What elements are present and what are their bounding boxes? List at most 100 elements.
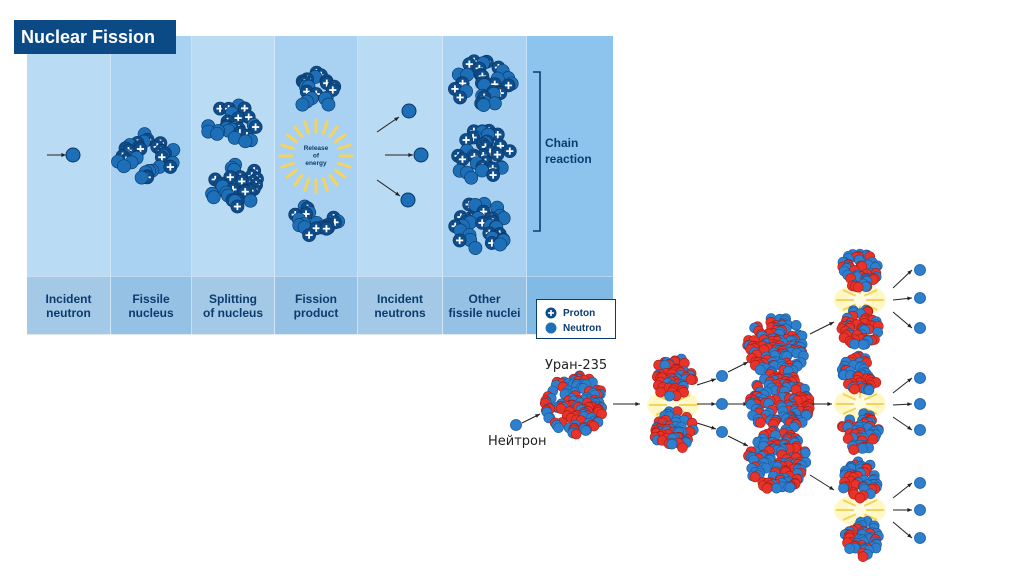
neutron-gen3 bbox=[914, 477, 926, 489]
flash-ray bbox=[842, 393, 857, 401]
arrow-gen3 bbox=[892, 416, 913, 431]
neutron-label: Нейтрон bbox=[488, 434, 547, 449]
neutron-arrow-down bbox=[376, 179, 401, 197]
arrow-head bbox=[907, 270, 912, 275]
arrow-to-nucleus-c bbox=[727, 435, 749, 447]
proton-plus bbox=[160, 153, 163, 161]
arrow-gen3 bbox=[892, 402, 913, 407]
column-label: Incident neutrons bbox=[358, 276, 442, 335]
arrow-gen3 bbox=[892, 482, 913, 499]
fission-product-top bbox=[295, 65, 342, 112]
proton bbox=[857, 551, 869, 562]
flash-gen2-a bbox=[834, 284, 886, 316]
proton-plus bbox=[490, 239, 493, 247]
energy-ray bbox=[333, 133, 347, 144]
proton bbox=[852, 281, 864, 293]
column-label: Other fissile nuclei bbox=[443, 276, 526, 335]
fragment-gen2-a-top bbox=[837, 248, 883, 293]
neutron bbox=[754, 364, 766, 376]
release-energy-text: energy bbox=[305, 160, 327, 167]
arrow-head bbox=[711, 378, 716, 383]
proton-plus bbox=[468, 60, 471, 68]
proton bbox=[677, 442, 688, 453]
energy-ray bbox=[328, 173, 339, 187]
proton-plus bbox=[237, 114, 240, 122]
neutron-gen3 bbox=[914, 264, 926, 276]
arrow-line bbox=[809, 474, 835, 491]
proton-plus bbox=[472, 133, 474, 142]
neutron bbox=[790, 320, 802, 331]
proton bbox=[849, 383, 860, 395]
flash-ray bbox=[842, 303, 857, 311]
proton-plus bbox=[458, 236, 461, 245]
flash-ray bbox=[842, 499, 857, 507]
proton-plus bbox=[169, 163, 172, 171]
proton-plus bbox=[305, 210, 307, 218]
arrow-to-split-b bbox=[812, 402, 832, 406]
legend-proton-label: Proton bbox=[563, 307, 596, 319]
neutron bbox=[464, 170, 479, 185]
neutron bbox=[666, 438, 678, 450]
neutron bbox=[493, 237, 508, 252]
proton-plus bbox=[243, 104, 246, 112]
proton-plus bbox=[465, 136, 468, 144]
proton-plus bbox=[493, 80, 496, 88]
proton-plus bbox=[333, 218, 336, 226]
arrow-head bbox=[907, 296, 912, 301]
arrow-head bbox=[635, 402, 640, 406]
arrow-gen1-b bbox=[697, 402, 716, 406]
proton-plus bbox=[461, 79, 464, 87]
arrow-gen3 bbox=[892, 377, 913, 394]
neutron bbox=[476, 98, 491, 112]
proton-plus bbox=[247, 113, 250, 121]
neutron bbox=[321, 97, 336, 112]
arrow-head bbox=[743, 362, 748, 366]
chain-reaction-bracket bbox=[533, 71, 541, 232]
flash-ray bbox=[863, 513, 878, 521]
arrow-to-nucleus-a bbox=[727, 361, 749, 373]
proton-plus bbox=[492, 171, 495, 179]
proton-plus bbox=[325, 79, 328, 87]
column-incident-neutrons: Incident neutrons bbox=[358, 36, 443, 335]
proton-plus bbox=[496, 130, 499, 139]
legend: Proton Neutron bbox=[536, 299, 616, 339]
fission-product-bottom bbox=[288, 199, 345, 243]
proton-plus bbox=[482, 152, 485, 160]
proton-plus bbox=[139, 145, 142, 153]
flash-ray bbox=[842, 289, 857, 297]
flash-ray bbox=[842, 407, 857, 415]
legend-neutron-row: Neutron bbox=[545, 321, 601, 335]
arrow-head bbox=[907, 508, 912, 512]
flash-ray bbox=[842, 513, 857, 521]
arrow-head bbox=[827, 402, 832, 406]
splitting-nucleus-bottom bbox=[205, 157, 264, 214]
energy-ray bbox=[293, 125, 304, 139]
proton-plus bbox=[219, 105, 221, 113]
energy-ray bbox=[337, 161, 352, 169]
neutron bbox=[243, 193, 258, 208]
neutron-gen1-a bbox=[716, 370, 728, 382]
flash-gen2-c bbox=[834, 494, 886, 526]
incident-neutron-arrow bbox=[47, 153, 66, 157]
proton bbox=[749, 471, 761, 483]
arrow-to-split-a bbox=[809, 321, 835, 335]
proton-plus bbox=[254, 123, 257, 131]
uranium-235-nucleus bbox=[539, 370, 607, 440]
neutron bbox=[117, 159, 131, 174]
neutron bbox=[295, 97, 310, 112]
neutron-icon bbox=[545, 322, 557, 334]
energy-ray bbox=[285, 133, 299, 144]
column-fissile-nucleus: Fissile nucleus bbox=[111, 36, 192, 335]
proton-plus bbox=[325, 225, 328, 233]
arrow-gen3 bbox=[892, 296, 913, 301]
neutron bbox=[238, 134, 253, 149]
proton-plus bbox=[305, 88, 308, 96]
legend-neutron-label: Neutron bbox=[563, 322, 602, 334]
proton-plus bbox=[461, 155, 464, 163]
proton-plus bbox=[507, 81, 510, 90]
neutron-gen3 bbox=[914, 372, 926, 384]
proton bbox=[761, 483, 773, 494]
arrow-to-split-c bbox=[809, 474, 835, 491]
